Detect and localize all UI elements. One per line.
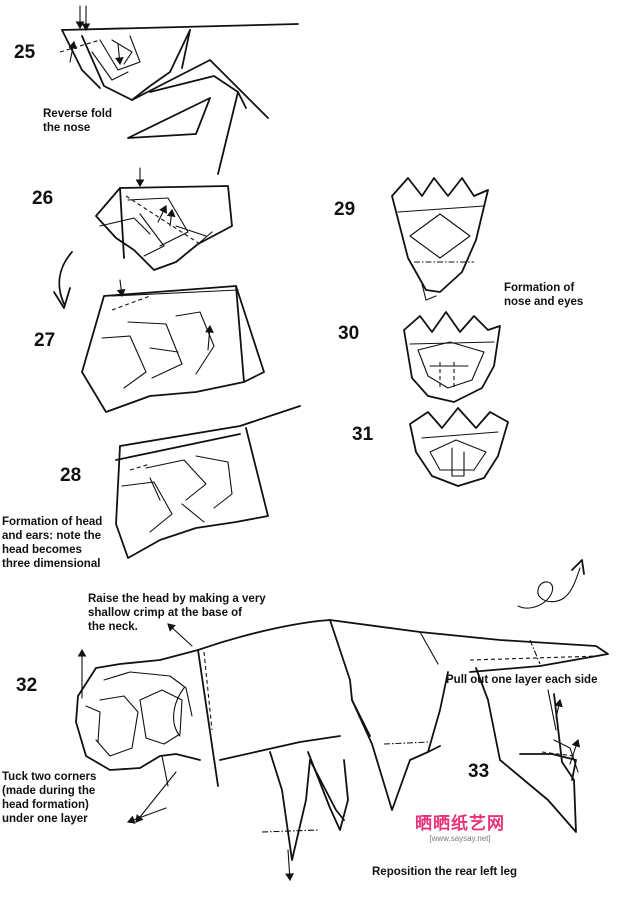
step-27-drawing [81, 279, 265, 413]
step-28-drawing [115, 405, 301, 559]
caption-raise-head: Raise the head by making a very shallow … [88, 593, 266, 633]
step-number-29: 29 [334, 199, 356, 220]
down-arrow-head-icon [53, 287, 71, 309]
down-arrow-icon [58, 251, 73, 305]
caption-head-ears: Formation of head and ears: note the hea… [2, 516, 103, 570]
watermark-title: 晒晒纸艺网 [415, 814, 505, 833]
watermark-url: [www.saysay.net] [429, 834, 491, 843]
step-29-drawing [391, 177, 489, 301]
caption-reverse-fold: Reverse fold the nose [43, 108, 113, 134]
watermark: 晒晒纸艺网 [www.saysay.net] [404, 814, 516, 844]
caption-nose-eyes: Formation of nose and eyes [504, 282, 584, 308]
step-number-32: 32 [16, 675, 38, 696]
caption-pull-out: Pull out one layer each side [446, 674, 598, 686]
step-31-drawing [409, 407, 509, 487]
step-number-33: 33 [468, 761, 490, 782]
caption-rear-leg: Reposition the rear left leg [372, 866, 518, 878]
step-number-28: 28 [60, 465, 82, 486]
step-26-drawing [95, 167, 233, 271]
caption-tuck-corners: Tuck two corners (made during the head f… [2, 771, 97, 825]
step-number-25: 25 [14, 42, 36, 63]
step-number-27: 27 [34, 330, 56, 351]
step-32-33-drawing [75, 619, 609, 882]
swirl-arrow-icon [517, 567, 581, 609]
step-30-drawing [403, 311, 501, 403]
step-number-26: 26 [32, 188, 54, 209]
swirl-arrow-head-icon [571, 559, 585, 575]
step-25-drawing [59, 5, 299, 175]
step-number-31: 31 [352, 424, 374, 445]
step-number-30: 30 [338, 323, 360, 344]
